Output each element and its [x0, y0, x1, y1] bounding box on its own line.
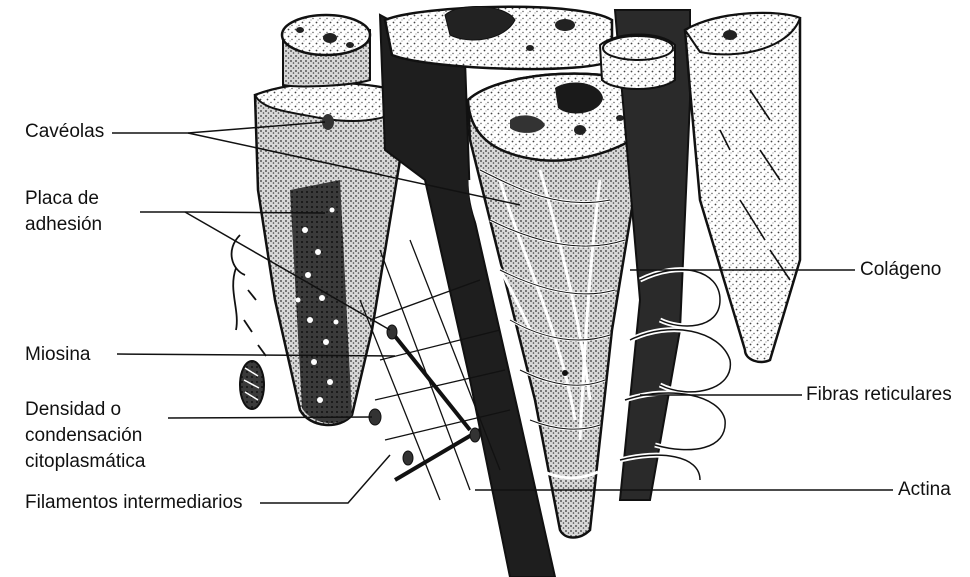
label-caveolas: Cavéolas	[25, 120, 104, 144]
label-densidad-line3: citoplasmática	[25, 450, 145, 474]
leader-placa	[140, 212, 325, 213]
label-filamentos: Filamentos intermediarios	[25, 491, 243, 515]
label-actina: Actina	[898, 478, 951, 502]
left-mitochondrion	[240, 361, 264, 409]
back-left-cell	[282, 15, 370, 86]
label-placa-line1: Placa de	[25, 187, 99, 211]
label-placa-line2: adhesión	[25, 213, 102, 237]
label-densidad-line2: condensación	[25, 424, 142, 448]
label-fibras: Fibras reticulares	[806, 383, 952, 407]
leader-filamentos	[260, 455, 390, 503]
label-colageno: Colágeno	[860, 258, 941, 282]
leader-densidad	[168, 417, 372, 418]
label-miosina: Miosina	[25, 343, 90, 367]
label-densidad-line1: Densidad o	[25, 398, 121, 422]
right-cells	[600, 10, 800, 500]
left-border-fibers	[232, 235, 266, 356]
